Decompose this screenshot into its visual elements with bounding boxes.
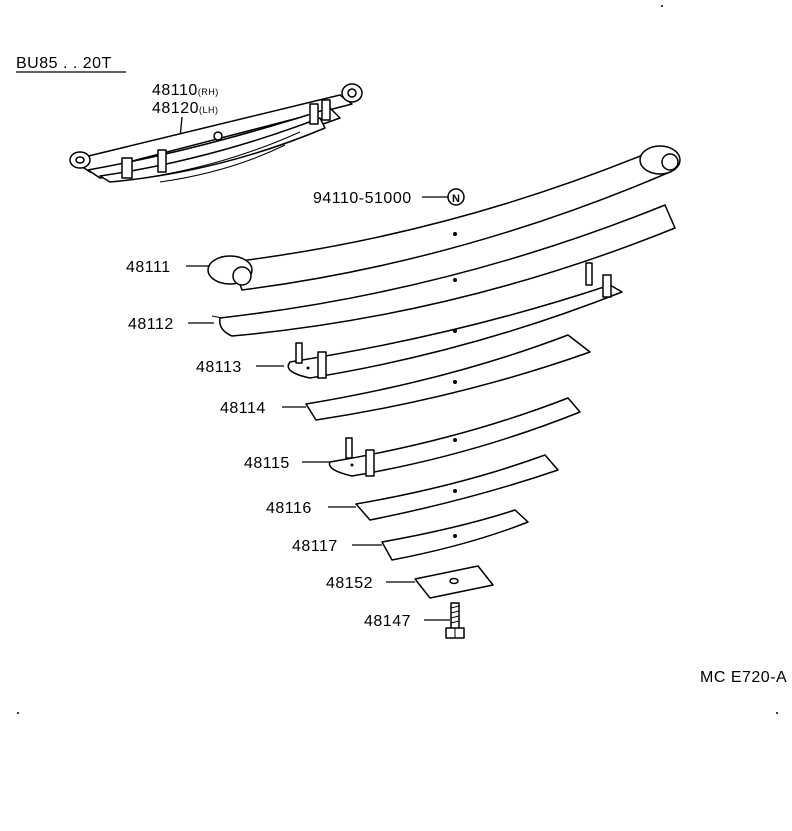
leaf-48116 <box>355 454 559 521</box>
leaf-48111 <box>207 145 681 291</box>
nut-symbol: N <box>452 193 460 205</box>
label-48147: 48147 <box>364 613 411 630</box>
leaf-48117 <box>381 509 529 561</box>
label-48113: 48113 <box>196 359 242 376</box>
nut-symbol-circle <box>447 188 465 206</box>
model-code: BU85 . . 20T <box>16 55 112 72</box>
plate-48152 <box>414 565 494 599</box>
label-48117: 48117 <box>292 538 338 555</box>
leaf-spring-assembly <box>69 83 363 183</box>
stray-dot <box>776 712 778 714</box>
stray-dot <box>661 5 663 7</box>
leaf-48115 <box>328 397 581 477</box>
label-48116: 48116 <box>266 500 312 517</box>
label-48115: 48115 <box>244 455 290 472</box>
label-48152: 48152 <box>326 575 373 592</box>
label-48114: 48114 <box>220 400 266 417</box>
leaf-48112 <box>211 204 676 337</box>
figure-code: MC E720-A <box>700 669 787 686</box>
bolt-48147 <box>445 602 465 639</box>
assembly-part-no: 48110(RH) <box>152 82 219 99</box>
label-48112: 48112 <box>128 316 174 333</box>
assembly-part-no-2: 48120(LH) <box>152 100 219 117</box>
nut-part-no: 94110-51000 <box>313 190 412 207</box>
leaf-48114 <box>305 334 591 421</box>
stray-dot <box>17 712 19 714</box>
label-48111: 48111 <box>126 259 171 276</box>
leaf-48113 <box>287 262 623 379</box>
